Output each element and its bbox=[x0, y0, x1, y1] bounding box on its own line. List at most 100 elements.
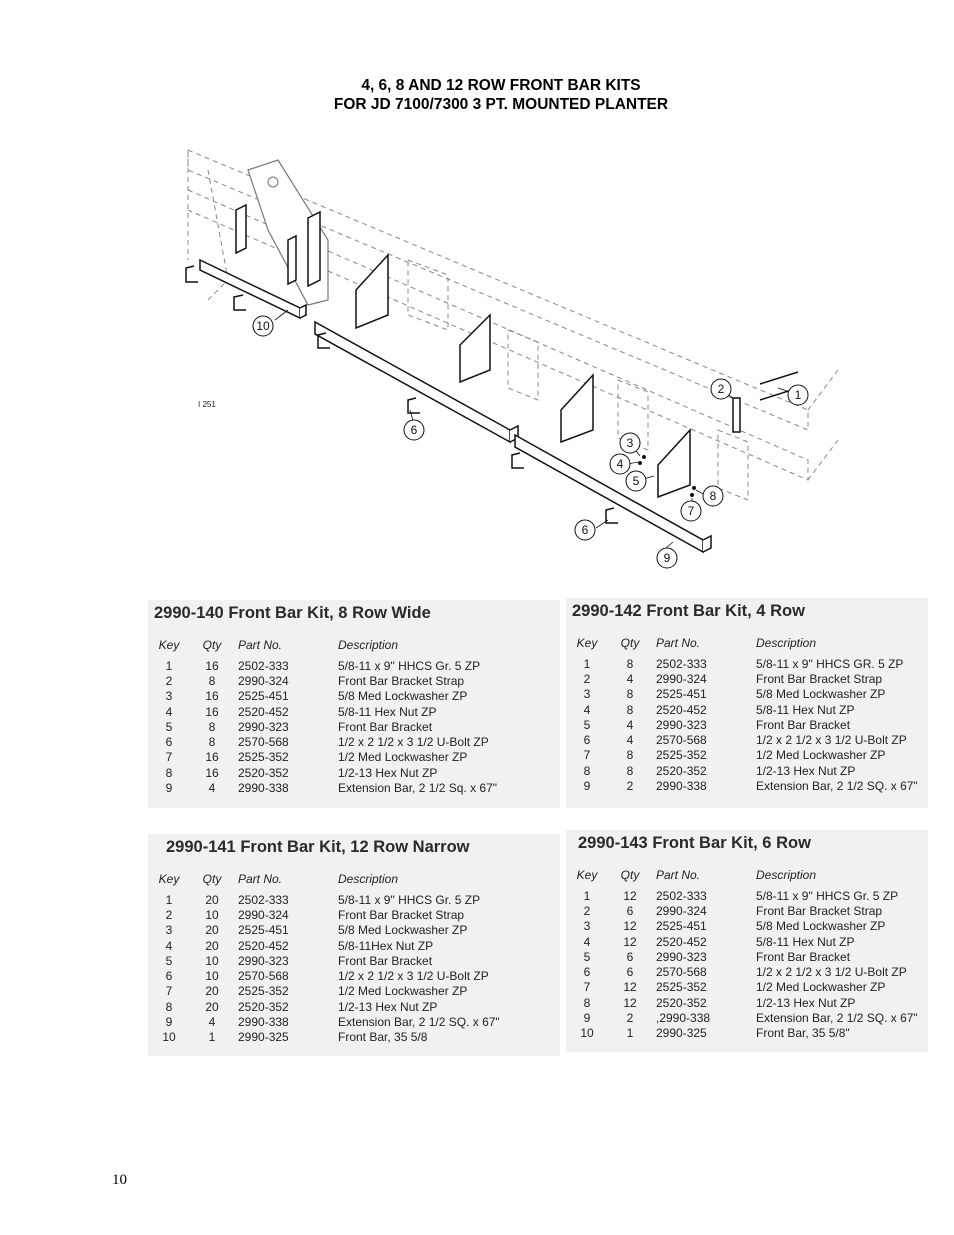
cell-qty: 6 bbox=[626, 903, 634, 918]
cell-desc: 1/2-13 Hex Nut ZP bbox=[338, 999, 438, 1014]
cell-desc: 5/8 Med Lockwasher ZP bbox=[338, 923, 468, 938]
svg-text:2: 2 bbox=[718, 382, 725, 396]
svg-text:3: 3 bbox=[627, 436, 634, 450]
cell-part: 2570-568 bbox=[656, 733, 707, 748]
cell-part: 2502-333 bbox=[238, 658, 289, 673]
cell-key: 10 bbox=[162, 1030, 176, 1045]
cell-key: 7 bbox=[165, 984, 173, 999]
cell-key: 6 bbox=[583, 733, 591, 748]
cell-part: 2520-352 bbox=[238, 765, 289, 780]
cell-key: 5 bbox=[165, 719, 173, 734]
cell-part: 2570-568 bbox=[238, 735, 289, 750]
cell-part: 2990-338 bbox=[656, 779, 707, 794]
cell-qty: 20 bbox=[205, 999, 219, 1014]
cell-qty: 8 bbox=[208, 673, 216, 688]
column-header-key: Key bbox=[576, 636, 598, 650]
svg-text:5: 5 bbox=[633, 474, 640, 488]
cell-qty: 4 bbox=[208, 781, 216, 796]
cell-part: 2990-325 bbox=[238, 1030, 289, 1045]
column-header-qty: Qty bbox=[202, 872, 222, 886]
cell-desc: Extension Bar, 2 1/2 SQ. x 67" bbox=[338, 1015, 500, 1030]
cell-qty: 12 bbox=[623, 980, 637, 995]
cell-key: 9 bbox=[165, 1015, 173, 1030]
cell-desc: Front Bar, 35 5/8" bbox=[756, 1026, 850, 1041]
cell-qty: 1 bbox=[626, 1026, 634, 1041]
cell-qty: 16 bbox=[205, 658, 219, 673]
title-line-2: FOR JD 7100/7300 3 PT. MOUNTED PLANTER bbox=[333, 96, 669, 113]
kit-2990-141: 2990-141 Front Bar Kit, 12 Row Narrow Ke… bbox=[148, 834, 560, 1056]
column-header-desc: Description bbox=[338, 638, 399, 652]
cell-desc: 5/8 Med Lockwasher ZP bbox=[756, 919, 886, 934]
cell-key: 5 bbox=[583, 949, 591, 964]
cell-desc: 5/8-11 x 9" HHCS Gr. 5 ZP bbox=[338, 892, 481, 907]
cell-key: 6 bbox=[583, 965, 591, 980]
cell-desc: Front Bar Bracket Strap bbox=[338, 907, 465, 922]
cell-desc: Front Bar Bracket Strap bbox=[338, 673, 465, 688]
cell-part: 2525-352 bbox=[656, 980, 707, 995]
cell-desc: Front Bar Bracket Strap bbox=[756, 671, 883, 686]
cell-key: 7 bbox=[583, 980, 591, 995]
cell-key: 7 bbox=[165, 750, 173, 765]
cell-part: 2502-333 bbox=[656, 656, 707, 671]
cell-key: 2 bbox=[165, 907, 173, 922]
cell-desc: Extension Bar, 2 1/2 Sq. x 67" bbox=[338, 781, 498, 796]
cell-desc: 1/2-13 Hex Nut ZP bbox=[756, 763, 856, 778]
cell-part: 2520-452 bbox=[238, 704, 289, 719]
cell-qty: 8 bbox=[208, 735, 216, 750]
cell-desc: 1/2 x 2 1/2 x 3 1/2 U-Bolt ZP bbox=[756, 965, 907, 980]
cell-part: 2502-333 bbox=[656, 888, 707, 903]
cell-qty: 4 bbox=[626, 671, 634, 686]
cell-desc: 1/2 Med Lockwasher ZP bbox=[756, 748, 886, 763]
cell-part: 2520-352 bbox=[656, 995, 707, 1010]
cell-part: 2520-452 bbox=[238, 938, 289, 953]
column-header-part: Part No. bbox=[238, 872, 283, 886]
cell-key: 3 bbox=[165, 689, 173, 704]
callout-1: 1 bbox=[787, 384, 809, 406]
figure-id: I 251 bbox=[198, 400, 216, 409]
cell-part: 2990-338 bbox=[238, 1015, 289, 1030]
column-header-desc: Description bbox=[338, 872, 399, 886]
cell-qty: 4 bbox=[208, 1015, 216, 1030]
page-title: 4, 6, 8 AND 12 ROW FRONT BAR KITS FOR JD… bbox=[0, 76, 954, 114]
cell-part: 2520-452 bbox=[656, 702, 707, 717]
cell-qty: 8 bbox=[626, 748, 634, 763]
cell-part: 2525-451 bbox=[656, 687, 707, 702]
cell-qty: 6 bbox=[626, 965, 634, 980]
cell-part: 2502-333 bbox=[238, 892, 289, 907]
cell-desc: 5/8-11 x 9" HHCS GR. 5 ZP bbox=[756, 656, 904, 671]
callout-7: 7 bbox=[680, 500, 702, 522]
cell-qty: 20 bbox=[205, 984, 219, 999]
column-header-key: Key bbox=[576, 868, 598, 882]
cell-qty: 8 bbox=[626, 702, 634, 717]
cell-part: 2990-324 bbox=[238, 673, 289, 688]
column-header-part: Part No. bbox=[238, 638, 283, 652]
column-header-qty: Qty bbox=[620, 636, 640, 650]
cell-desc: 5/8-11 Hex Nut ZP bbox=[756, 934, 855, 949]
svg-text:6: 6 bbox=[411, 423, 418, 437]
cell-desc: 1/2-13 Hex Nut ZP bbox=[756, 995, 856, 1010]
column-header-qty: Qty bbox=[620, 868, 640, 882]
svg-text:6: 6 bbox=[582, 523, 589, 537]
cell-key: 3 bbox=[583, 919, 591, 934]
